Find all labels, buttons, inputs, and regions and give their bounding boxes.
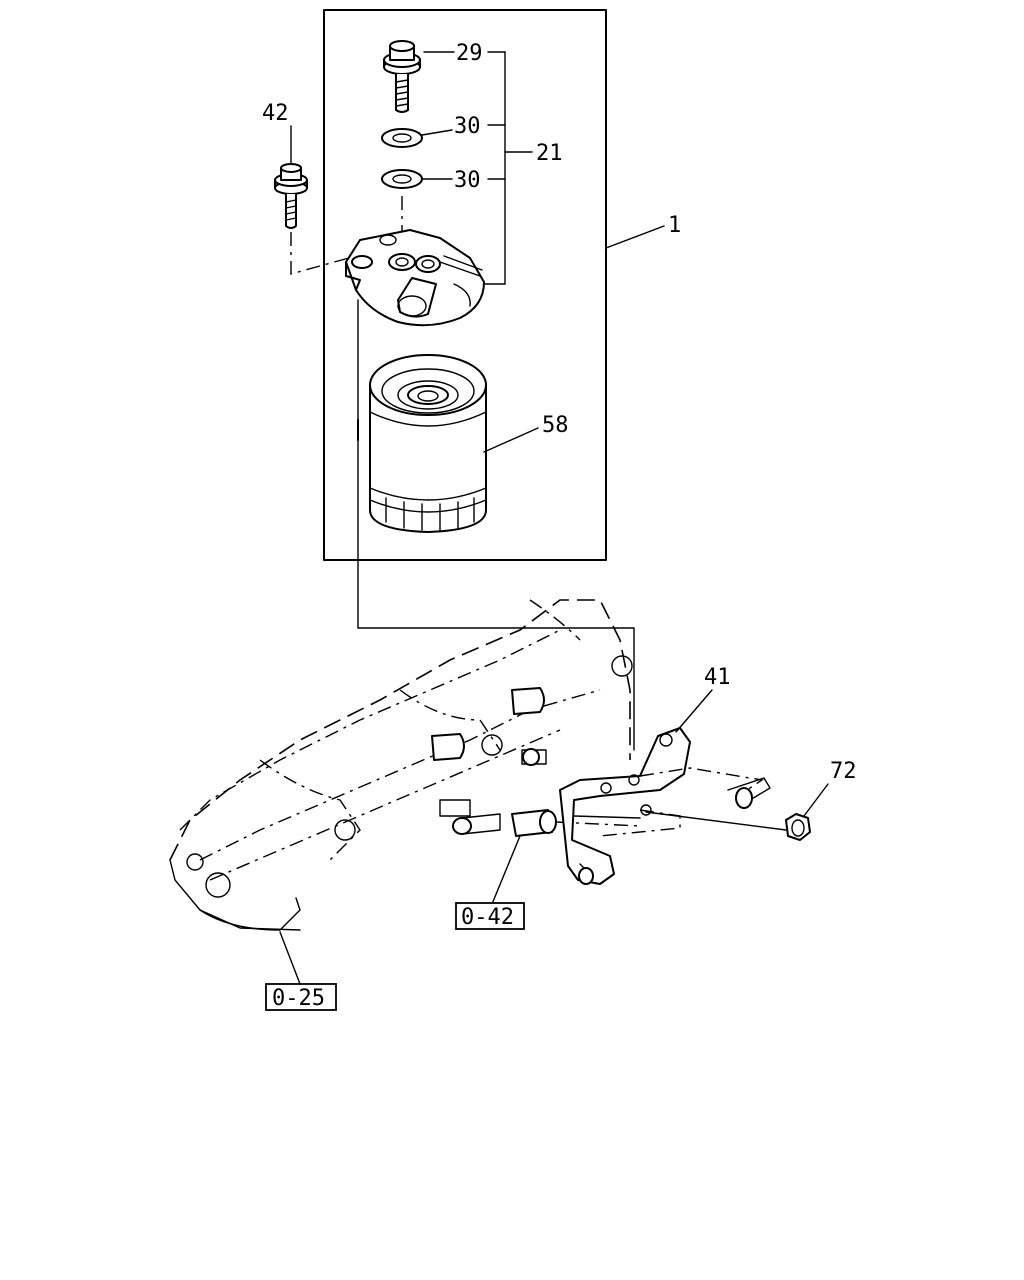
engine-block — [169, 599, 633, 931]
bolt-42 — [274, 125, 357, 275]
reference-box-025[interactable]: 0-25 — [265, 983, 337, 1011]
assembly-frame — [323, 9, 607, 561]
bolt-29 — [383, 40, 421, 113]
washer-30-upper — [381, 128, 423, 148]
bracket-21 — [421, 51, 533, 285]
callout-21: 21 — [536, 141, 563, 166]
callout-41: 41 — [704, 665, 731, 690]
callout-30-lower: 30 — [454, 168, 481, 193]
callout-42: 42 — [262, 101, 289, 126]
callout-72: 72 — [830, 759, 857, 784]
nut-72 — [785, 783, 829, 841]
svg-text:0-42: 0-42 — [461, 905, 514, 930]
callout-58: 58 — [542, 413, 569, 438]
filter-element-58 — [369, 354, 487, 533]
filter-head — [345, 229, 485, 327]
callout-30-upper: 30 — [454, 114, 481, 139]
callout-1: 1 — [668, 213, 681, 238]
washer-30-lower — [381, 169, 423, 189]
callout-29: 29 — [456, 41, 483, 66]
bracket-41 — [559, 727, 771, 885]
reference-box-042[interactable]: 0-42 — [455, 902, 525, 930]
svg-text:0-25: 0-25 — [272, 986, 325, 1011]
spacer-042 — [511, 809, 557, 837]
